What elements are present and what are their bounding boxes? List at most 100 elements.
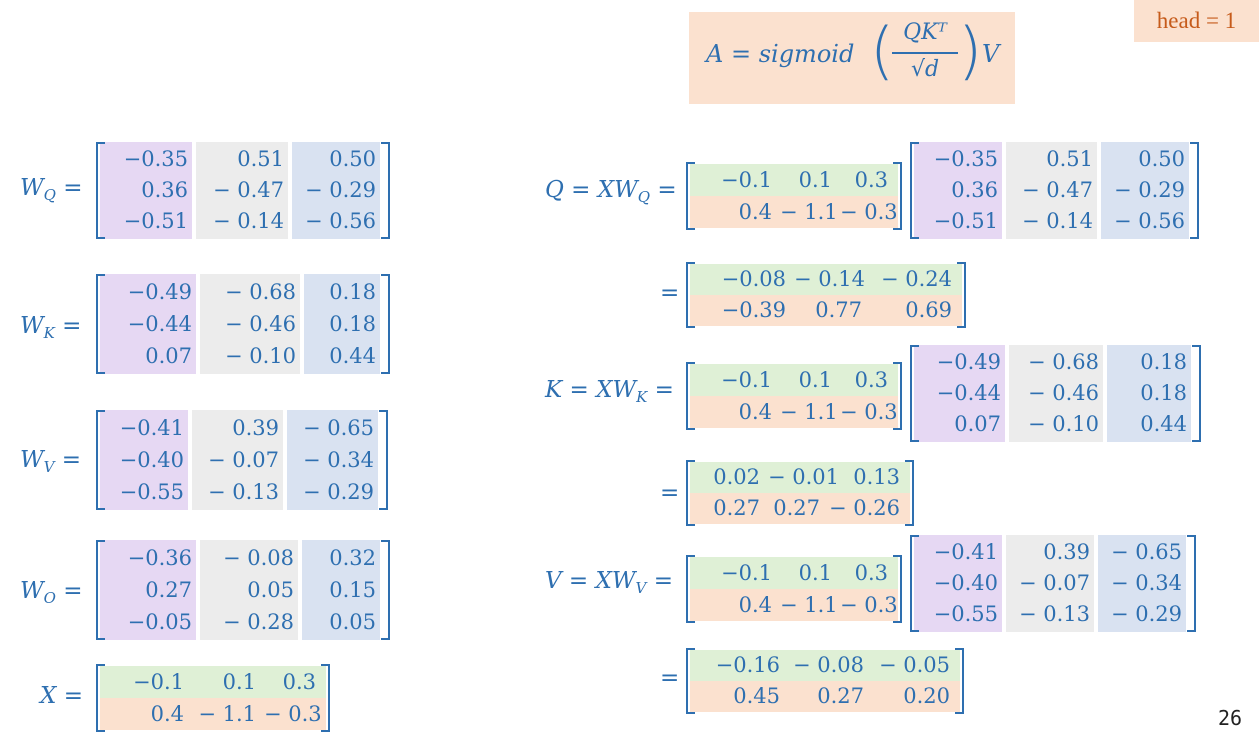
- matrix-v-wv: −0.41 0.39 − 0.65 −0.40 − 0.07 − 0.34 −0.55 − 0…: [910, 535, 1196, 632]
- matrix-cell: − 0.14: [212, 209, 284, 233]
- matrix-cell: −0.1: [721, 561, 772, 585]
- matrix-row-highlight: [690, 264, 962, 295]
- matrix-cell: 0.36: [141, 178, 188, 202]
- matrix-column-highlight: [1107, 345, 1191, 442]
- matrix-left-bracket: [910, 345, 919, 442]
- matrix-cell: − 0.47: [1021, 178, 1093, 202]
- matrix-cell: −0.55: [933, 602, 998, 626]
- matrix-right-bracket: [955, 648, 964, 714]
- matrix-cell: − 0.24: [880, 267, 952, 291]
- matrix-left-bracket: [96, 410, 105, 510]
- matrix-cell: 0.44: [329, 344, 376, 368]
- matrix-column-highlight: [304, 274, 380, 374]
- equals-v-result: =: [660, 665, 680, 691]
- matrix-cell: 0.39: [1043, 540, 1090, 564]
- matrix-column-highlight: [292, 142, 380, 239]
- page-number: 26: [1218, 706, 1243, 730]
- matrix-cell: − 0.10: [1027, 412, 1099, 436]
- matrix-cell: 0.77: [815, 298, 862, 322]
- matrix-cell: − 0.01: [768, 465, 840, 489]
- fraction-denominator: √d: [910, 57, 940, 82]
- matrix-cell: − 0.05: [878, 653, 950, 677]
- matrix-cell: −0.1: [133, 670, 184, 694]
- left-paren: (: [870, 14, 895, 87]
- matrix-cell: − 0.68: [1027, 350, 1099, 374]
- matrix-left-bracket: [686, 162, 695, 230]
- matrix-cell: − 0.34: [1110, 571, 1182, 595]
- attention-formula-lhs: A = sigmoid: [706, 40, 855, 68]
- matrix-cell: − 0.07: [1018, 571, 1090, 595]
- equals-k-result: =: [660, 480, 680, 506]
- matrix-right-bracket: [1187, 535, 1196, 632]
- matrix-cell: 0.05: [247, 578, 294, 602]
- matrix-row-highlight: [690, 295, 962, 326]
- matrix-cell: −0.16: [715, 653, 780, 677]
- matrix-cell: −0.40: [119, 448, 184, 472]
- matrix-column-highlight: [287, 410, 378, 510]
- matrix-cell: −0.35: [933, 147, 998, 171]
- matrix-cell: − 0.13: [1018, 602, 1090, 626]
- matrix-row-highlight: [690, 589, 898, 621]
- matrix-cell: − 0.65: [302, 416, 374, 440]
- matrix-row-highlight: [690, 364, 898, 396]
- matrix-cell: − 0.68: [224, 280, 296, 304]
- matrix-cell: 0.4: [738, 593, 772, 617]
- attention-formula-rhs: V: [982, 40, 1000, 68]
- matrix-row-highlight: [690, 493, 910, 524]
- matrix-cell: −0.39: [721, 298, 786, 322]
- matrix-left-bracket: [96, 540, 105, 640]
- matrix-cell: −0.40: [933, 571, 998, 595]
- matrix-cell: −0.55: [119, 480, 184, 504]
- matrix-cell: −0.49: [936, 350, 1001, 374]
- matrix-cell: 0.4: [738, 200, 772, 224]
- label-wo: WO =: [20, 578, 83, 607]
- matrix-column-highlight: [914, 142, 1002, 239]
- matrix-cell: − 0.07: [207, 448, 279, 472]
- matrix-cell: − 0.29: [1110, 602, 1182, 626]
- matrix-cell: − 0.65: [1110, 540, 1182, 564]
- matrix-cell: −0.44: [936, 381, 1001, 405]
- matrix-right-bracket: [1190, 142, 1199, 239]
- matrix-left-bracket: [686, 460, 695, 526]
- matrix-right-bracket: [379, 410, 388, 510]
- matrix-cell: 0.50: [329, 147, 376, 171]
- matrix-cell: −0.49: [127, 280, 192, 304]
- formula-fraction: QKᵀ √d: [892, 20, 958, 82]
- matrix-cell: 0.1: [798, 168, 832, 192]
- matrix-cell: 0.18: [329, 280, 376, 304]
- matrix-cell: −0.41: [933, 540, 998, 564]
- matrix-cell: 0.50: [1138, 147, 1185, 171]
- matrix-cell: − 0.46: [224, 312, 296, 336]
- matrix-left-bracket: [96, 142, 105, 239]
- matrix-left-bracket: [96, 274, 105, 374]
- matrix-right-bracket: [381, 540, 390, 640]
- label-k: K = XWK =: [545, 377, 674, 406]
- matrix-cell: 0.51: [1046, 147, 1093, 171]
- head-badge: head = 1: [1134, 0, 1259, 42]
- matrix-cell: − 0.3: [840, 400, 898, 424]
- matrix-cell: −0.51: [933, 209, 998, 233]
- matrix-cell: 0.02: [713, 465, 760, 489]
- matrix-cell: 0.4: [150, 702, 184, 726]
- matrix-cell: −0.41: [119, 416, 184, 440]
- matrix-cell: − 0.47: [212, 178, 284, 202]
- matrix-right-bracket: [893, 162, 902, 230]
- matrix-cell: 0.4: [738, 400, 772, 424]
- equals-q-result: =: [660, 280, 680, 306]
- matrix-cell: 0.39: [232, 416, 279, 440]
- matrix-column-highlight: [200, 274, 300, 374]
- matrix-cell: − 0.3: [840, 593, 898, 617]
- matrix-cell: −0.1: [721, 368, 772, 392]
- matrix-cell: 0.69: [905, 298, 952, 322]
- matrix-cell: − 0.56: [1113, 209, 1185, 233]
- matrix-cell: 0.15: [329, 578, 376, 602]
- matrix-cell: 0.27: [773, 496, 820, 520]
